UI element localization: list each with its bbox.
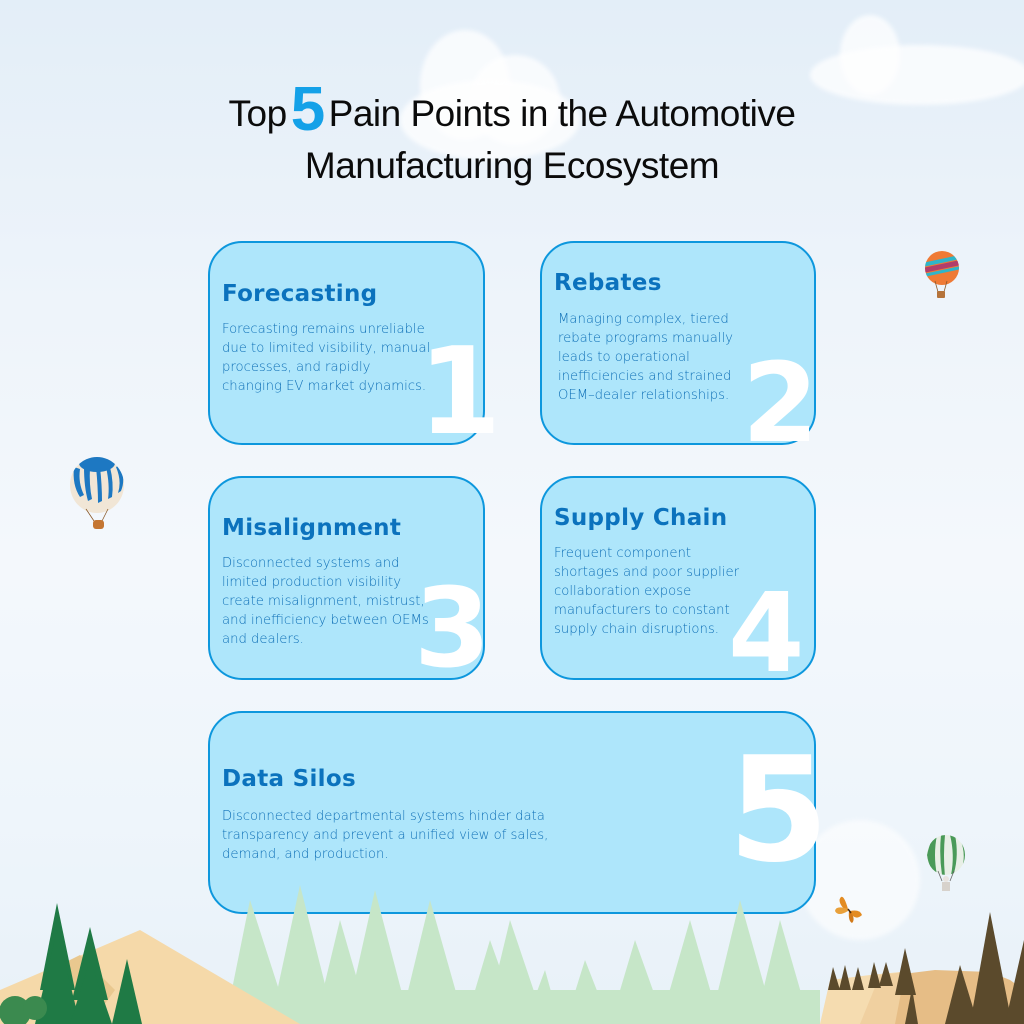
cloud xyxy=(400,80,580,160)
title-number: 5 xyxy=(290,75,325,144)
title-prefix: Top xyxy=(228,93,288,134)
background-trees xyxy=(225,885,820,1024)
card-description: Disconnected systems and limited product… xyxy=(222,556,429,647)
card-description: Disconnected departmental systems hinder… xyxy=(222,809,549,862)
cloud xyxy=(800,820,920,940)
card-number: 5 xyxy=(728,726,829,895)
left-pine-trees xyxy=(35,903,142,1024)
card-number: 4 xyxy=(728,569,805,697)
card-forecasting: Forecasting Forecasting remains unreliab… xyxy=(208,241,485,445)
right-pine-trees xyxy=(828,912,1024,1024)
green-white-balloon-icon xyxy=(925,835,967,897)
card-description: Forecasting remains unreliable due to li… xyxy=(222,322,431,394)
orange-striped-balloon-icon xyxy=(922,250,962,302)
butterfly-icon xyxy=(834,893,864,925)
card-supply-chain: Supply Chain Frequent component shortage… xyxy=(540,476,816,680)
card-description: Frequent component shortages and poor su… xyxy=(554,546,740,637)
card-number: 1 xyxy=(418,323,502,462)
card-description: Managing complex, tiered rebate programs… xyxy=(558,312,733,403)
title-line-2: Manufacturing Ecosystem xyxy=(304,145,720,186)
blue-white-balloon-icon xyxy=(68,457,128,537)
card-misalignment: Misalignment Disconnected systems and li… xyxy=(208,476,485,680)
landscape xyxy=(0,880,1024,1024)
card-title: Supply Chain xyxy=(554,505,728,531)
card-title: Data Silos xyxy=(222,766,356,792)
card-data-silos: Data Silos Disconnected departmental sys… xyxy=(208,711,816,914)
cloud xyxy=(810,45,1024,105)
card-title: Rebates xyxy=(554,270,662,296)
card-number: 3 xyxy=(414,564,491,692)
card-rebates: Rebates Managing complex, tiered rebate … xyxy=(540,241,816,445)
card-number: 2 xyxy=(742,339,819,467)
card-title: Forecasting xyxy=(222,281,378,307)
title-line1-rest: Pain Points in the Automotive xyxy=(328,93,796,134)
card-title: Misalignment xyxy=(222,515,402,541)
